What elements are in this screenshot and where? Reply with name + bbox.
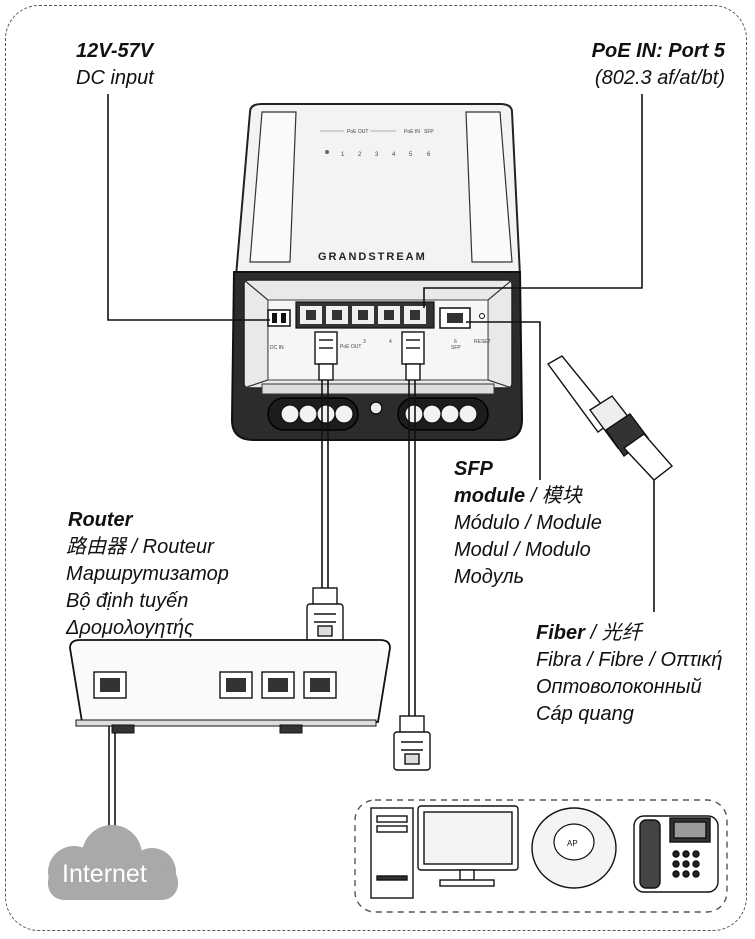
router-translation-ru: Маршрутизатор [66, 563, 229, 585]
port-dc-in-text: DC IN [270, 345, 284, 351]
poe-in-label: PoE IN: Port 5 (802.3 af/at/bt) [560, 38, 725, 92]
ip-phone-icon [633, 815, 719, 893]
poe-in-subtitle: (802.3 af/at/bt) [594, 67, 725, 89]
ap-label: AP [567, 839, 578, 848]
access-point-icon: AP [531, 807, 617, 889]
desktop-computer-icon [370, 805, 519, 899]
sfp-module-illustration [546, 355, 674, 481]
rj45-plug-router [306, 587, 344, 643]
dc-input-label: 12V-57V DC input [76, 38, 154, 92]
fiber-translation-es-fr-el: Fibra / Fibre / Οπτική [536, 649, 723, 671]
router-translation-vi: Bộ định tuyến [66, 590, 189, 612]
sfp-translation-zh: / 模块 [530, 485, 582, 507]
led-number-4: 4 [392, 152, 396, 158]
poe-in-title: PoE IN: Port 5 [591, 40, 725, 62]
led-group-poe-out-text: PoE OUT [347, 129, 368, 135]
led-number-3: 3 [375, 152, 379, 158]
fiber-translation-zh: / 光纤 [590, 622, 642, 644]
dc-input-callout-line [107, 94, 270, 321]
led-number-2: 2 [358, 152, 362, 158]
port-sfp-text: SFP [451, 345, 461, 351]
fiber-label: Fiber / 光纤 Fibra / Fibre / Οπτική Оптово… [536, 620, 722, 728]
port-6-text: 6 [454, 339, 457, 345]
device-brand-text: GRANDSTREAM [318, 251, 427, 263]
fiber-translation-vi: Cáp quang [536, 703, 634, 725]
sfp-title-module: module [454, 485, 526, 507]
router-device [69, 639, 391, 734]
rj45-plug-devices-side [401, 331, 425, 381]
fiber-translation-ru: Оптоволоконный [536, 676, 702, 698]
sfp-module-label: SFP module / 模块 Módulo / Module Modul / … [454, 456, 602, 591]
fiber-title: Fiber [536, 622, 585, 644]
router-label: Router 路由器 / Routeur Маршрутизатор Bộ đị… [66, 507, 229, 642]
dashed-border-frame [5, 5, 747, 931]
port-4-text: 4 [389, 339, 392, 345]
led-number-5: 5 [409, 152, 413, 158]
led-number-1: 1 [341, 152, 345, 158]
router-translation-zh-fr: 路由器 / Routeur [66, 536, 214, 558]
end-devices-group-border [354, 799, 728, 913]
rj45-plug-router-side [314, 331, 338, 381]
led-group-sfp-text: SFP [424, 129, 434, 135]
sfp-translation-de-it: Modul / Modulo [454, 539, 591, 561]
router-title: Router [68, 509, 133, 531]
internet-cloud [48, 825, 178, 900]
router-translation-el: Δρομολογητής [66, 617, 194, 639]
dc-input-title: 12V-57V [76, 40, 154, 62]
dc-input-port [267, 309, 291, 327]
poe-in-callout-line [423, 94, 643, 308]
internet-label: Internet [62, 860, 147, 888]
led-group-poe-in-text: PoE IN [404, 129, 420, 135]
sfp-callout-line [466, 321, 541, 480]
sfp-translation-ru: Модуль [454, 566, 525, 588]
reset-button [479, 313, 485, 319]
poe-switch-device [230, 103, 524, 441]
port-3-text: 3 [363, 339, 366, 345]
led-number-6: 6 [427, 152, 431, 158]
port-reset-text: RESET [474, 339, 491, 345]
rj45-plug-devices [393, 715, 431, 771]
dc-input-subtitle: DC input [76, 67, 154, 89]
sfp-translation-es-fr: Módulo / Module [454, 512, 602, 534]
port-poe-out-text: PoE OUT [340, 344, 361, 350]
sfp-title: SFP [454, 458, 493, 480]
